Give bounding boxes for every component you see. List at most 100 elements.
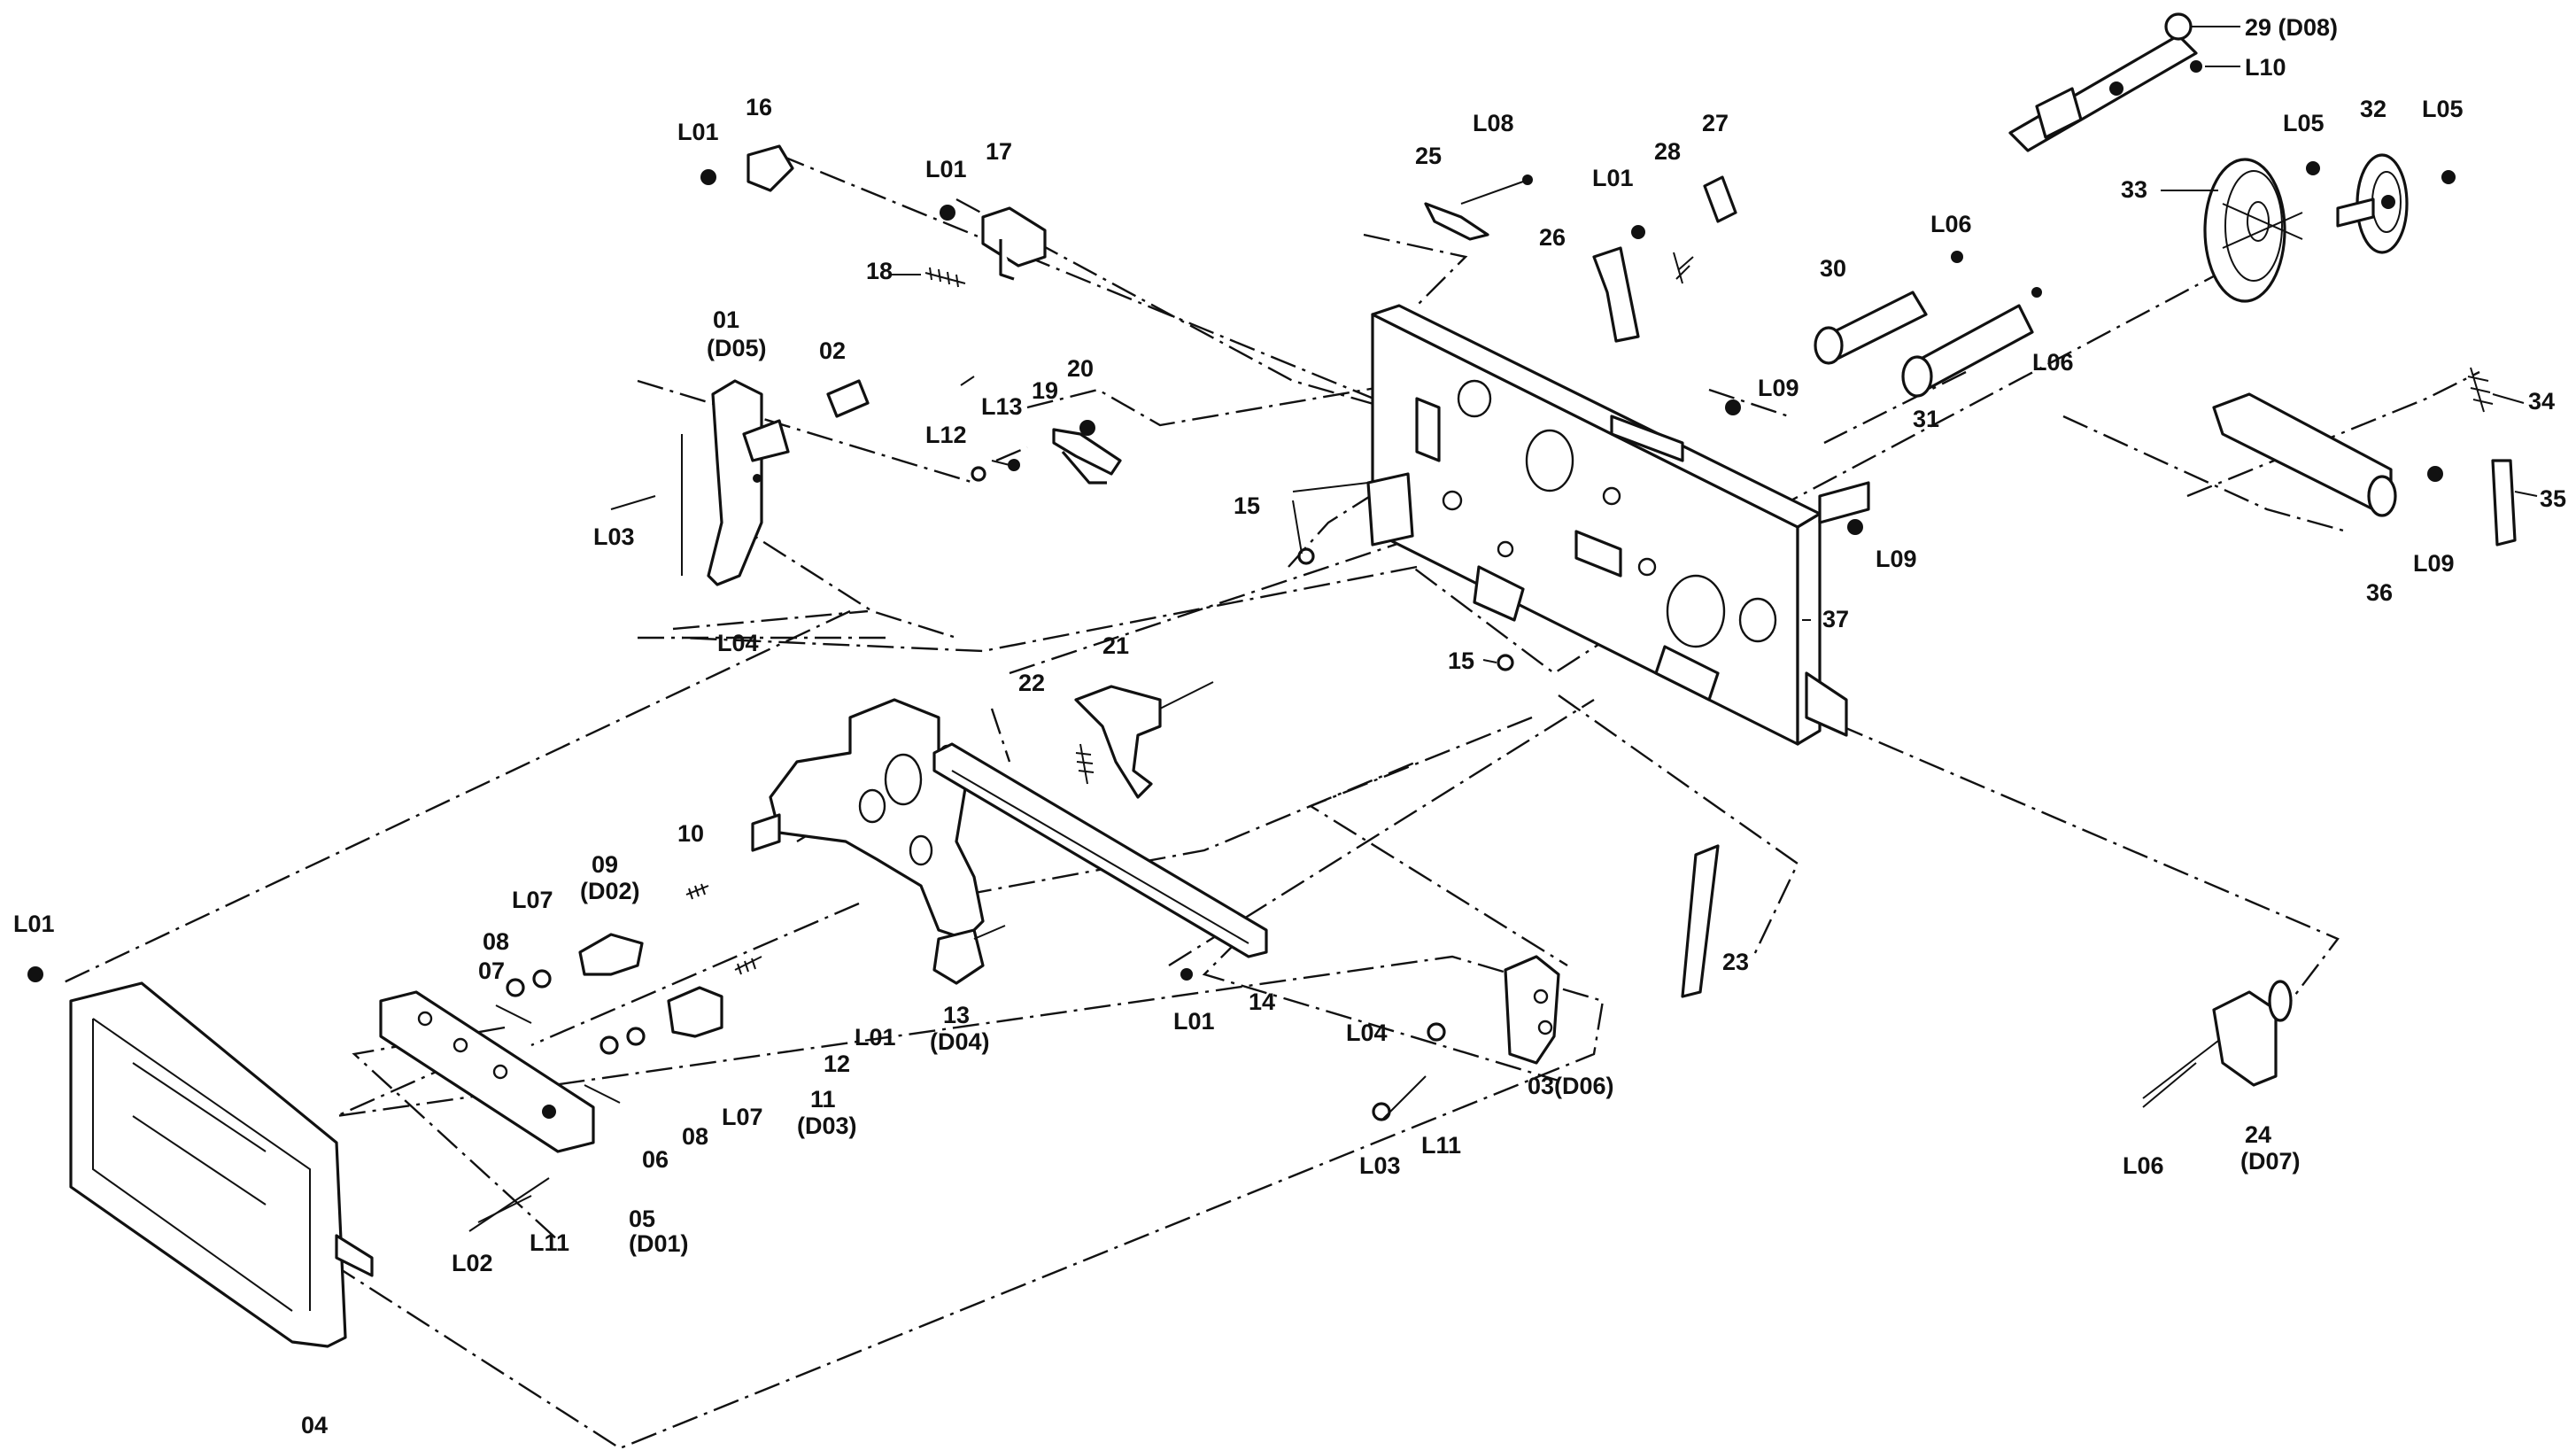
part-07-spring <box>495 1004 621 1104</box>
part-20-pin <box>1079 420 1095 436</box>
part-34-spring <box>2467 367 2494 413</box>
label-34: 34 <box>2528 388 2555 415</box>
label-24: 24 <box>2245 1121 2271 1148</box>
part-19-lever <box>971 428 1122 485</box>
label-l09c: L09 <box>2413 550 2455 577</box>
part-17-housing <box>940 205 1047 281</box>
label-17: 17 <box>986 138 1012 165</box>
sub-frame-plate <box>751 698 985 941</box>
label-20: 20 <box>1067 355 1094 382</box>
label-01: 01 <box>713 306 739 333</box>
label-33: 33 <box>2121 176 2147 203</box>
part-23-link <box>1681 844 1720 998</box>
part-31-roller <box>1901 287 2042 398</box>
part-32-small-gear <box>2336 153 2409 254</box>
label-09: 09 <box>592 851 618 878</box>
label-l01a: L01 <box>677 119 719 145</box>
label-l11b: L11 <box>1421 1132 1461 1159</box>
label-08a: 08 <box>483 928 509 955</box>
label-l09b: L09 <box>1876 546 1917 572</box>
part-11-cam <box>667 986 723 1038</box>
label-d04: (D04) <box>930 1028 990 1055</box>
assembly-lines <box>61 153 2480 1450</box>
part-28-wire <box>1673 252 1694 284</box>
part-29-shaft <box>2008 12 2202 152</box>
label-36: 36 <box>2366 579 2393 606</box>
label-l11a: L11 <box>530 1229 569 1256</box>
part-26-lever <box>1592 225 1645 343</box>
label-10: 10 <box>677 820 704 847</box>
label-28: 28 <box>1654 138 1681 165</box>
label-30: 30 <box>1820 255 1846 282</box>
label-l13: L13 <box>981 393 1023 420</box>
part-14-rail <box>932 742 1268 958</box>
label-l09a: L09 <box>1758 375 1799 401</box>
part-21-arm <box>1074 681 1214 799</box>
label-27: 27 <box>1702 110 1729 136</box>
part-13-bracket <box>932 925 1006 985</box>
label-03: 03(D06) <box>1528 1073 1614 1099</box>
label-l01f: L01 <box>1173 1008 1215 1035</box>
label-l07b: L07 <box>722 1104 763 1130</box>
label-d03: (D03) <box>797 1113 857 1139</box>
label-l01d: L01 <box>13 911 55 937</box>
part-04-tray <box>27 966 374 1348</box>
label-d01: (D01) <box>629 1230 689 1257</box>
part-08-washers <box>506 969 646 1055</box>
label-15a: 15 <box>1234 492 1260 519</box>
label-21: 21 <box>1102 632 1129 659</box>
label-22: 22 <box>1018 670 1045 696</box>
part-09-cam <box>578 933 644 976</box>
label-d05: (D05) <box>707 335 767 361</box>
label-l06c: L06 <box>2123 1152 2164 1179</box>
part-16-clip <box>700 144 794 192</box>
label-23: 23 <box>1722 949 1749 975</box>
label-l01e: L01 <box>855 1024 896 1051</box>
part-02-pin <box>826 379 870 418</box>
label-11: 11 <box>810 1086 836 1113</box>
part-35-pin <box>2491 459 2517 547</box>
label-07: 07 <box>478 958 505 984</box>
label-l04a: L04 <box>717 630 759 656</box>
label-05: 05 <box>629 1206 655 1232</box>
fasteners <box>477 161 2456 1223</box>
label-l01b: L01 <box>925 156 967 182</box>
label-l07a: L07 <box>512 887 553 913</box>
label-d02: (D02) <box>580 878 640 904</box>
label-l01c: L01 <box>1592 165 1634 191</box>
label-l05b: L05 <box>2422 96 2464 122</box>
label-19: 19 <box>1032 377 1058 404</box>
label-06: 06 <box>642 1146 669 1173</box>
label-d07: (D07) <box>2240 1148 2301 1175</box>
label-25: 25 <box>1415 143 1442 169</box>
label-l03b: L03 <box>1359 1152 1401 1179</box>
label-02: 02 <box>819 337 846 364</box>
label-l08: L08 <box>1473 110 1514 136</box>
label-18: 18 <box>866 258 893 284</box>
part-27-spring <box>1703 175 1737 223</box>
label-l10: L10 <box>2245 54 2286 81</box>
part-30-roller <box>1814 291 1928 365</box>
label-14: 14 <box>1249 989 1275 1015</box>
part-12-spring <box>734 956 762 975</box>
label-l05a: L05 <box>2283 110 2325 136</box>
label-29: 29 (D08) <box>2245 14 2338 41</box>
part-22-spring <box>1075 743 1095 785</box>
label-32: 32 <box>2360 96 2386 122</box>
label-31: 31 <box>1913 406 1939 432</box>
label-04: 04 <box>301 1412 328 1438</box>
part-33-large-gear <box>2203 158 2303 303</box>
part-05-board <box>379 990 595 1232</box>
part-25-bracket <box>1424 174 1533 241</box>
part-37-main-frame <box>1371 304 1870 746</box>
part-10-spring <box>685 883 709 900</box>
label-15b: 15 <box>1448 647 1474 674</box>
label-35: 35 <box>2540 485 2566 512</box>
label-08b: 08 <box>682 1123 708 1150</box>
label-l03a: L03 <box>593 523 635 550</box>
part-24-assembly <box>2142 980 2293 1099</box>
label-l06a: L06 <box>1930 211 1972 237</box>
leader-lines <box>890 26 2538 663</box>
part-01-bracket <box>681 379 790 586</box>
